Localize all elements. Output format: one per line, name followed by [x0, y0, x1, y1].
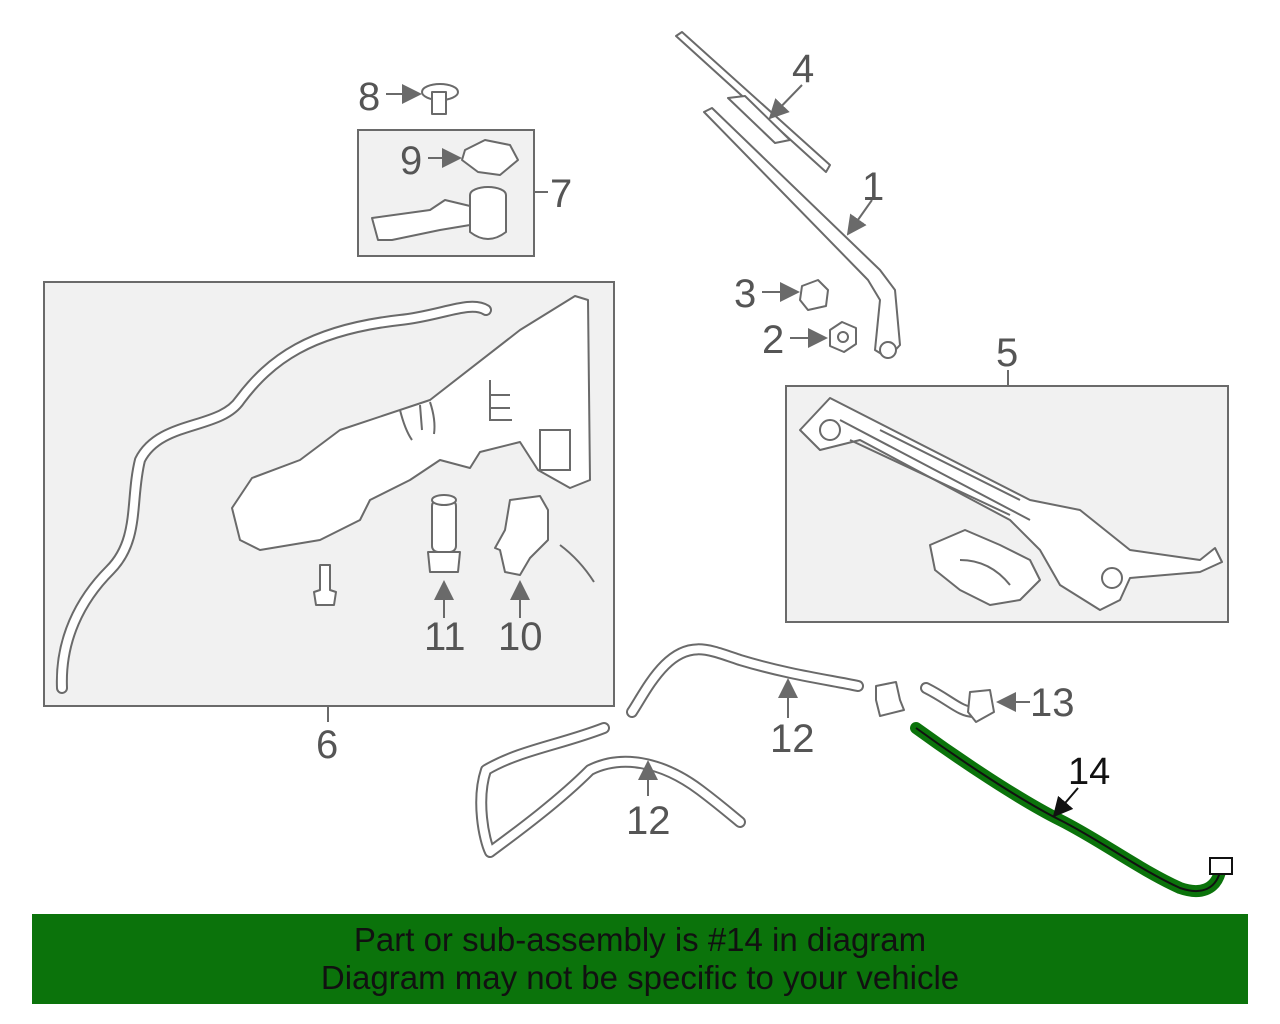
callout-2: 2: [762, 318, 784, 362]
hose-part-12-upper: 12: [626, 643, 905, 761]
reservoir-assembly-box-6: 11 10 6: [43, 281, 615, 767]
callout-13: 13: [1030, 681, 1075, 725]
cap-part-3: 3: [734, 272, 829, 316]
filler-neck-assembly-box-7: 9 7: [357, 129, 572, 257]
banner-line-1: Part or sub-assembly is #14 in diagram: [353, 921, 927, 958]
connector-part-13: 13: [920, 681, 1075, 725]
callout-5: 5: [996, 331, 1018, 375]
info-banner: Part or sub-assembly is #14 in diagram D…: [32, 914, 1248, 1004]
callout-8: 8: [358, 75, 380, 119]
callout-12-upper: 12: [770, 717, 815, 761]
callout-3: 3: [734, 272, 756, 316]
callout-11: 11: [424, 615, 466, 659]
callout-9: 9: [400, 139, 422, 183]
nut-part-2: 2: [762, 318, 857, 362]
callout-6: 6: [316, 723, 338, 767]
callout-4: 4: [792, 47, 814, 91]
plug-part-8: 8: [358, 75, 459, 119]
callout-10: 10: [498, 615, 543, 659]
hose-part-14-highlighted: 14: [910, 722, 1233, 897]
wiper-linkage-box-5: 5: [785, 331, 1229, 623]
callout-12-lower: 12: [626, 799, 671, 843]
hose-part-12-lower: 12: [475, 722, 746, 858]
callout-1: 1: [862, 165, 884, 209]
wiper-blade-part-4: 4: [675, 31, 831, 173]
wiper-arm-part-1: 1: [703, 107, 901, 359]
banner-line-2: Diagram may not be specific to your vehi…: [320, 959, 960, 996]
callout-14: 14: [1068, 751, 1110, 793]
callout-7: 7: [550, 172, 572, 216]
